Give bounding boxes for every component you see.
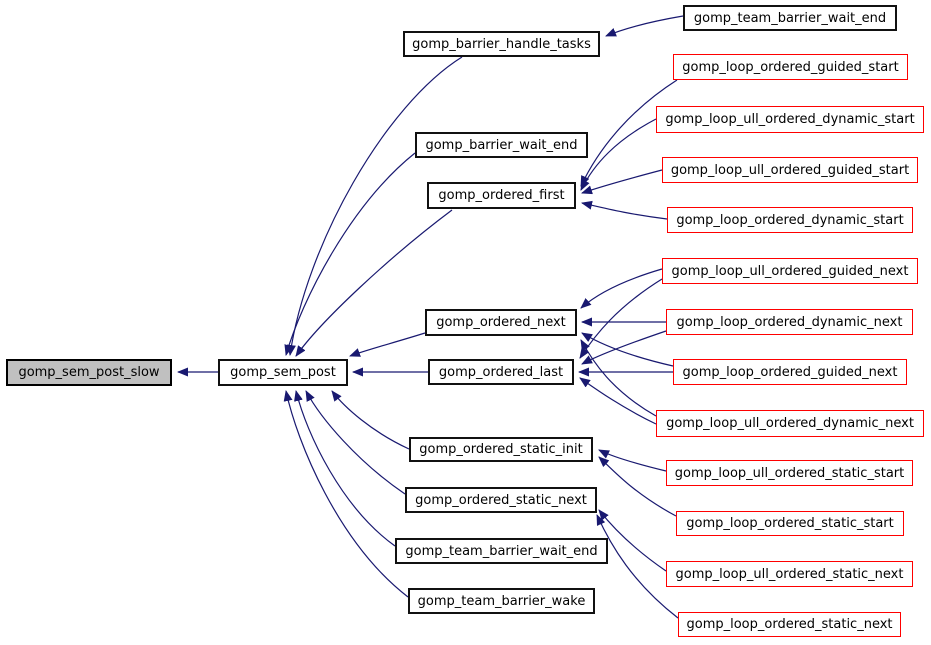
edge-gomp-barrier-wait-end-to-gomp-sem-post (284, 152, 416, 356)
node-gomp-ordered-next[interactable]: gomp_ordered_next (425, 309, 577, 336)
edge-gomp-loop-ull-ordered-static-next-to-gomp-ordered-static-next (598, 509, 667, 572)
node-gomp-loop-ordered-dynamic-start[interactable]: gomp_loop_ordered_dynamic_start (667, 207, 913, 233)
edge-gomp-loop-ordered-dynamic-next-to-gomp-ordered-last (581, 330, 667, 365)
edge-gomp-loop-ordered-guided-next-to-gomp-ordered-next (581, 332, 674, 367)
node-gomp-loop-ull-ordered-guided-next[interactable]: gomp_loop_ull_ordered_guided_next (662, 258, 918, 284)
node-gomp-ordered-static-next[interactable]: gomp_ordered_static_next (405, 487, 597, 513)
edge-gomp-loop-ordered-guided-start-to-gomp-ordered-first (580, 79, 678, 187)
node-gomp-loop-ull-ordered-static-start[interactable]: gomp_loop_ull_ordered_static_start (666, 460, 913, 486)
edge-gomp-barrier-handle-tasks-to-gomp-sem-post (286, 56, 463, 356)
edge-gomp-loop-ull-ordered-guided-next-to-gomp-ordered-last (579, 278, 663, 359)
node-gomp-sem-post-slow: gomp_sem_post_slow (6, 359, 172, 386)
edge-gomp-team-barrier-wait-end-to-gomp-sem-post (294, 390, 396, 547)
node-gomp-barrier-handle-tasks[interactable]: gomp_barrier_handle_tasks (403, 31, 600, 57)
node-gomp-team-barrier-wake[interactable]: gomp_team_barrier_wake (408, 588, 595, 614)
node-gomp-loop-ull-ordered-guided-start[interactable]: gomp_loop_ull_ordered_guided_start (662, 157, 918, 183)
node-gomp-ordered-static-init[interactable]: gomp_ordered_static_init (409, 437, 593, 462)
node-gomp-loop-ull-ordered-static-next[interactable]: gomp_loop_ull_ordered_static_next (666, 561, 913, 587)
node-gomp-ordered-first[interactable]: gomp_ordered_first (427, 182, 576, 209)
node-gomp-loop-ordered-guided-start[interactable]: gomp_loop_ordered_guided_start (673, 54, 908, 80)
edge-gomp-loop-ull-ordered-guided-start-to-gomp-ordered-first (581, 169, 663, 195)
edge-gomp-loop-ordered-dynamic-start-to-gomp-ordered-first (581, 200, 668, 220)
node-gomp-loop-ordered-static-next[interactable]: gomp_loop_ordered_static_next (678, 612, 901, 637)
edge-gomp-loop-ull-ordered-dynamic-next-to-gomp-ordered-last (579, 377, 657, 425)
node-gomp-team-barrier-wait-end-top[interactable]: gomp_team_barrier_wait_end (683, 5, 897, 31)
edge-gomp-loop-ull-ordered-guided-next-to-gomp-ordered-next (580, 268, 663, 309)
edge-gomp-loop-ull-ordered-static-start-to-gomp-ordered-static-init (598, 449, 667, 472)
node-gomp-barrier-wait-end[interactable]: gomp_barrier_wait_end (415, 132, 588, 158)
edge-gomp-ordered-next-to-gomp-sem-post (349, 332, 426, 357)
node-gomp-team-barrier-wait-end-mid[interactable]: gomp_team_barrier_wait_end (395, 538, 608, 564)
edge-gomp-team-barrier-wait-end-to-gomp-barrier-handle-tasks (605, 15, 684, 37)
edge-gomp-team-barrier-wake-to-gomp-sem-post (283, 390, 409, 598)
node-gomp-ordered-last[interactable]: gomp_ordered_last (428, 359, 574, 385)
edge-gomp-ordered-static-init-to-gomp-sem-post (331, 390, 410, 450)
edge-gomp-ordered-static-next-to-gomp-sem-post (305, 390, 406, 495)
node-gomp-loop-ull-ordered-dynamic-next[interactable]: gomp_loop_ull_ordered_dynamic_next (656, 410, 924, 437)
node-gomp-loop-ordered-dynamic-next[interactable]: gomp_loop_ordered_dynamic_next (666, 309, 913, 335)
edge-gomp-loop-ordered-static-next-to-gomp-ordered-static-next (596, 514, 679, 619)
node-gomp-loop-ull-ordered-dynamic-start[interactable]: gomp_loop_ull_ordered_dynamic_start (656, 106, 924, 133)
node-gomp-loop-ordered-guided-next[interactable]: gomp_loop_ordered_guided_next (673, 359, 907, 385)
edge-gomp-loop-ull-ordered-dynamic-next-to-gomp-ordered-next (580, 339, 657, 417)
edge-gomp-ordered-first-to-gomp-sem-post (295, 209, 453, 357)
edge-gomp-loop-ordered-static-start-to-gomp-ordered-static-init (598, 456, 677, 517)
edge-gomp-loop-ull-ordered-dynamic-start-to-gomp-ordered-first (580, 118, 657, 191)
node-gomp-sem-post[interactable]: gomp_sem_post (218, 359, 348, 386)
node-gomp-loop-ordered-static-start[interactable]: gomp_loop_ordered_static_start (676, 511, 904, 536)
